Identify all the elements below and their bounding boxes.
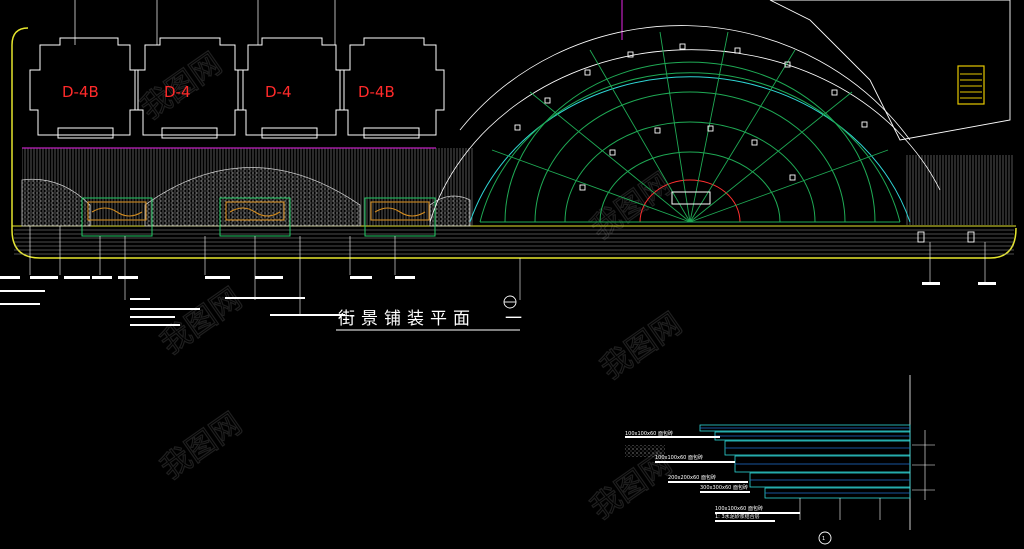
tree-marker-group — [514, 43, 868, 191]
planter-inner — [87, 201, 430, 221]
detail-label: 100x100x60 面包砖 — [625, 430, 673, 437]
paving-detail-section: 1 — [625, 375, 935, 545]
detail-label: 200x200x60 面包砖 — [668, 474, 716, 481]
grid-axis-lines — [74, 0, 336, 45]
building-block — [339, 37, 445, 139]
semicircular-plaza — [429, 25, 941, 223]
block-label: D-4B — [358, 83, 395, 101]
annotation-text-stubs — [0, 276, 996, 326]
detail-label: 100x100x60 面包砖 — [715, 505, 763, 512]
detail-label: 1: 3水泥砂浆结合层 — [715, 513, 760, 520]
watermark: 我图网 — [595, 306, 689, 386]
detail-labels: 100x100x60 面包砖 100x100x60 面包砖 200x200x60… — [625, 430, 763, 520]
detail-label: 300x300x60 面包砖 — [700, 484, 748, 491]
stairwell — [957, 65, 985, 105]
street-paving-stripes — [14, 229, 1014, 255]
watermark-group: 我图网 我图网 我图网 我图网 我图网 我图网 — [134, 46, 689, 527]
site-boundary — [11, 27, 1017, 259]
block-label: D-4B — [62, 83, 99, 101]
watermark: 我图网 — [155, 281, 249, 361]
drawing-title-suffix: 一 — [505, 309, 522, 329]
bollard — [967, 231, 975, 243]
adjacent-building-outline — [769, 0, 1011, 141]
planting-bed-mound — [144, 167, 361, 227]
plaza-radial-lines — [480, 31, 900, 223]
bollard — [917, 231, 925, 243]
detail-label: 100x100x60 面包砖 — [655, 454, 703, 461]
annotation-leaders — [29, 226, 986, 315]
section-marker-number: 1 — [822, 536, 825, 542]
stair-treads — [960, 73, 982, 99]
block-label: D-4 — [164, 83, 191, 101]
drawing-title: 街景铺装平面 — [338, 309, 476, 329]
planting-bed-wave — [21, 178, 91, 227]
watermark: 我图网 — [155, 406, 249, 486]
block-label: D-4 — [265, 83, 292, 101]
hatched-sidewalk-right — [905, 155, 1013, 225]
plaza-stage — [671, 191, 711, 205]
